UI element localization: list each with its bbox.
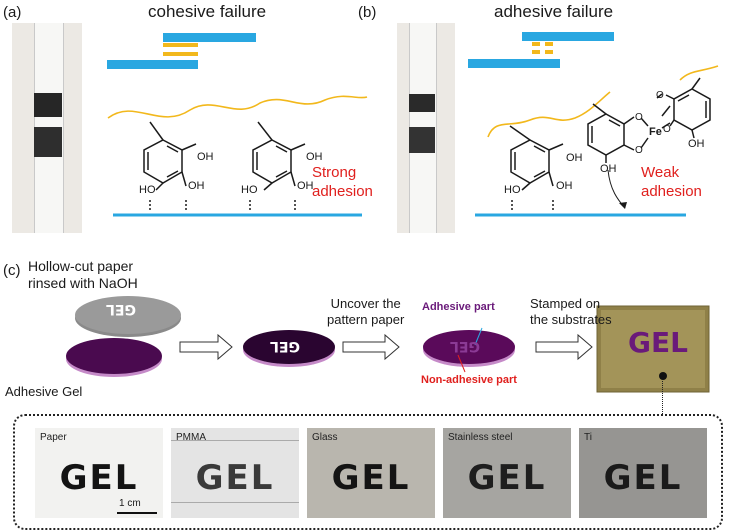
- oh-label: OH: [188, 180, 205, 192]
- gel-substrate-text: GEL: [628, 326, 688, 359]
- scale-bar-label: 1 cm: [119, 498, 141, 509]
- adhesive-gel-label: Adhesive Gel: [5, 384, 83, 399]
- oh-label: OH: [306, 151, 323, 163]
- catechol-ring-3: [509, 125, 564, 212]
- fe-complex: [587, 77, 711, 163]
- connector-line: [662, 381, 663, 414]
- gel-pattern-text: GEL: [450, 338, 480, 354]
- non-adhesive-part-label: Non-adhesive part: [421, 374, 517, 386]
- panel-a-title: cohesive failure: [148, 2, 267, 21]
- fe-label: Fe: [649, 126, 662, 138]
- o-label: O: [656, 90, 664, 101]
- catechol-ring-2: [249, 121, 306, 212]
- oh-label: OH: [688, 138, 705, 150]
- panel-b-lap-joint: [468, 32, 614, 68]
- panel-b-slide-photo: [397, 23, 455, 233]
- panel-c-flow: [66, 296, 710, 393]
- panel-a-lap-joint: [107, 33, 256, 69]
- oh-label: OH: [566, 152, 583, 164]
- o-label: O: [663, 124, 671, 135]
- ho-label: HO: [139, 184, 156, 196]
- substrate-photo-stainless-steel: Stainless steel GEL: [443, 428, 571, 518]
- substrate-photo-pmma: PMMA GEL: [171, 428, 299, 518]
- panel-b-label: (b): [358, 4, 377, 21]
- substrate-photo-glass: Glass GEL: [307, 428, 435, 518]
- gel-paper-text: GEL: [106, 301, 136, 317]
- oh-label: OH: [297, 180, 314, 192]
- panel-a-slide-photo: [12, 23, 82, 233]
- scale-bar: [117, 512, 157, 514]
- oh-label: OH: [600, 163, 617, 175]
- adhesive-part-label: Adhesive part: [422, 301, 495, 313]
- panel-c-label: (c): [3, 262, 21, 279]
- panel-a-label: (a): [3, 4, 22, 21]
- oh-label: OH: [197, 151, 214, 163]
- catechol-ring-1: [143, 121, 197, 212]
- panel-a-b-diagram: [107, 32, 719, 217]
- substrate-photo-ti: Ti GEL: [579, 428, 707, 518]
- ho-label: HO: [241, 184, 258, 196]
- panel-b-title: adhesive failure: [494, 2, 614, 21]
- o-label: O: [635, 112, 643, 123]
- substrate-photo-paper: Paper GEL 1 cm: [35, 428, 163, 518]
- gel-stamp-text: GEL: [270, 338, 300, 354]
- ho-label: HO: [504, 184, 521, 196]
- o-label: O: [635, 145, 643, 156]
- oh-label: OH: [556, 180, 573, 192]
